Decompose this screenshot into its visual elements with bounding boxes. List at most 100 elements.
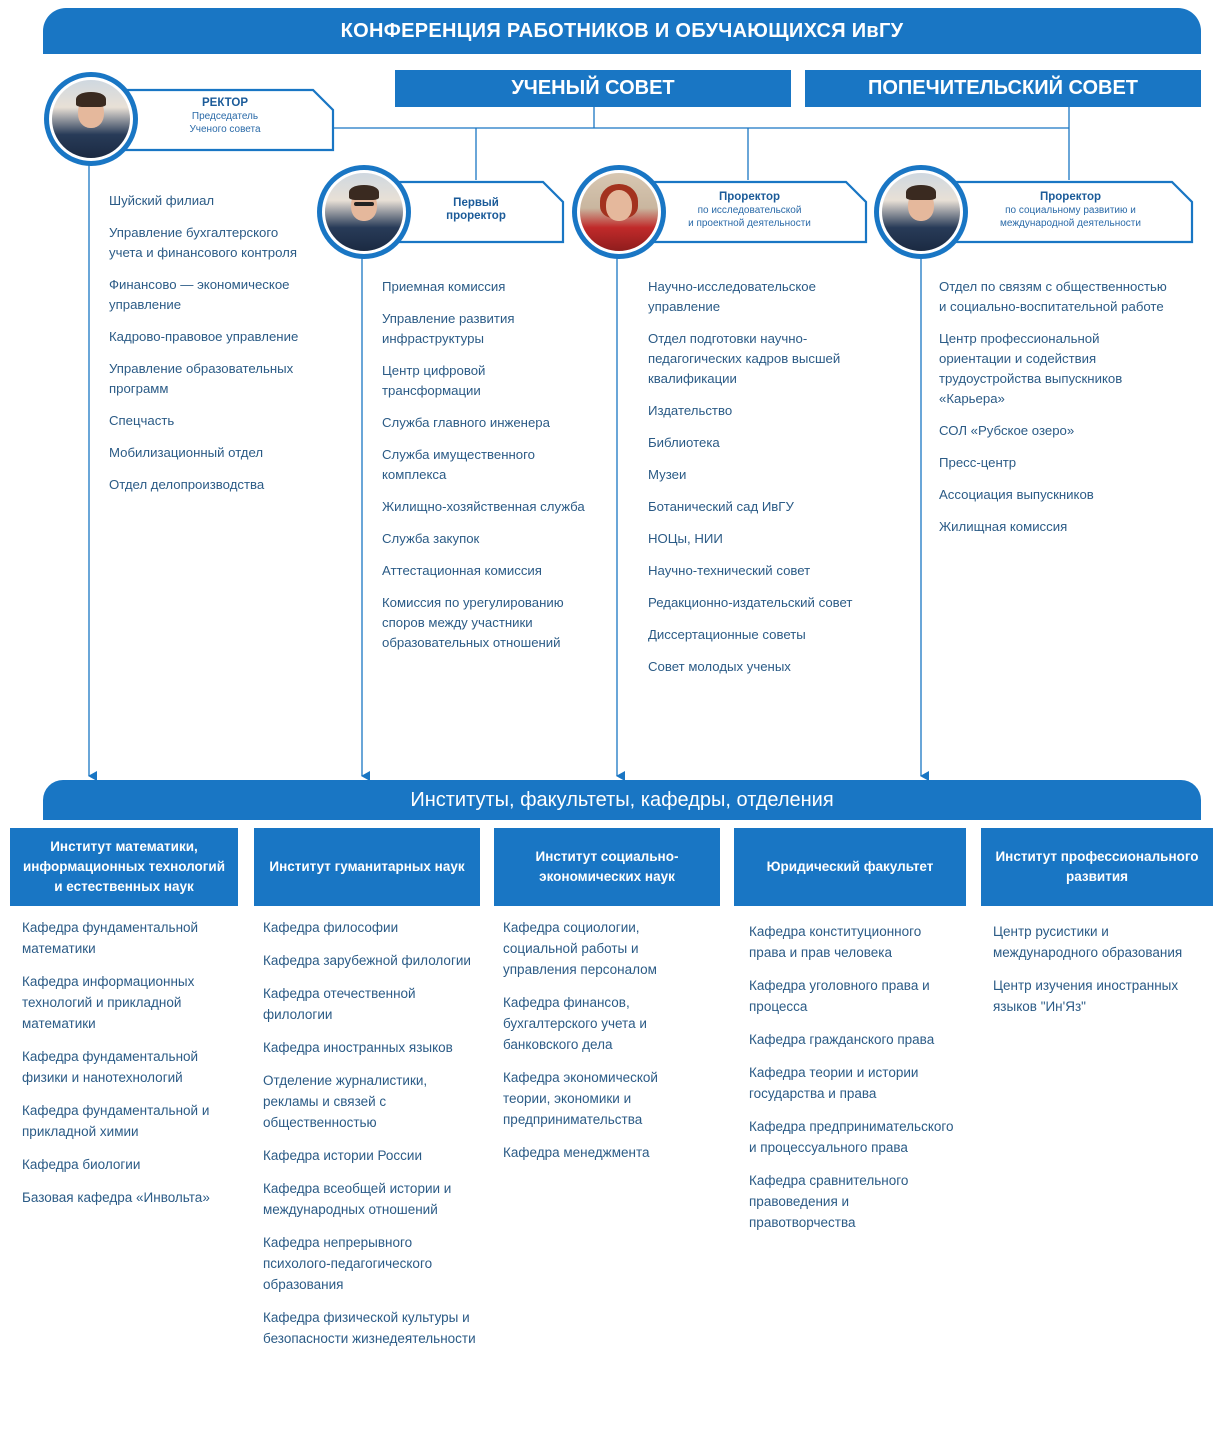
list-item: Центр профессиональной ориентации и соде…: [939, 331, 1123, 406]
research-title: Проректор: [718, 191, 781, 203]
list-item: Служба имущественного комплекса: [382, 447, 535, 482]
list-item: Кафедра фундаментальной физики и нанотех…: [22, 1049, 199, 1085]
rector-plate: РЕКТОР Председатель Ученого совета: [140, 97, 310, 136]
list-item: Аттестационная комиссия: [382, 563, 542, 578]
list-item: Кафедра социологии, социальной работы и …: [503, 920, 657, 977]
rector-subtitle-2: Ученого совета: [189, 124, 261, 135]
first-vice-title-2: проректор: [446, 210, 506, 222]
list-item: Мобилизационный отдел: [109, 445, 264, 460]
list-item: СОЛ «Рубское озеро»: [939, 423, 1075, 438]
prof-dev-departments-list: Центр русистики и международного образов…: [993, 921, 1183, 1029]
institute-header-prof-dev: Институт профессионального развития: [981, 828, 1213, 906]
math-departments-list: Кафедра фундаментальной математики Кафед…: [22, 917, 237, 1220]
list-item: Музеи: [648, 467, 687, 482]
list-item: Отдел по связям с общественностью и соци…: [939, 279, 1167, 314]
first-vice-units-list: Приемная комиссия Управление развития ин…: [382, 277, 587, 665]
social-subtitle-2: международной деятельности: [1000, 218, 1141, 229]
list-item: Диссертационные советы: [648, 627, 806, 642]
list-item: Кафедра непрерывного психолого-педагогич…: [263, 1235, 433, 1292]
vice-rector-social-plate: Проректор по социальному развитию и межд…: [968, 191, 1173, 230]
institute-header-humanities: Институт гуманитарных наук: [254, 828, 480, 906]
institute-header-math: Институт математики, информационных техн…: [10, 828, 238, 906]
conference-banner: КОНФЕРЕНЦИЯ РАБОТНИКОВ И ОБУЧАЮЩИХСЯ ИвГ…: [43, 8, 1201, 54]
list-item: Кафедра всеобщей истории и международных…: [263, 1181, 452, 1217]
list-item: Жилищно-хозяйственная служба: [382, 499, 585, 514]
institutes-banner: Институты, факультеты, кафедры, отделени…: [43, 780, 1201, 820]
list-item: Жилищная комиссия: [939, 519, 1068, 534]
social-units-list: Отдел по связям с общественностью и соци…: [939, 277, 1171, 549]
list-item: Спецчасть: [109, 413, 175, 428]
list-item: Кафедра отечественной филологии: [263, 986, 416, 1022]
list-item: Кафедра фундаментальной и прикладной хим…: [22, 1103, 210, 1139]
list-item: Ботанический сад ИвГУ: [648, 499, 794, 514]
list-item: Кафедра информационных технологий и прик…: [22, 974, 195, 1031]
rector-title: РЕКТОР: [202, 97, 248, 109]
institute-header-law: Юридический факультет: [734, 828, 966, 906]
list-item: Кафедра физической культуры и безопаснос…: [263, 1310, 476, 1346]
research-subtitle-1: по исследовательской: [697, 205, 802, 216]
first-vice-title-1: Первый: [453, 197, 499, 209]
list-item: Управление развития инфраструктуры: [382, 311, 515, 346]
list-item: Управление бухгалтерского учета и финанс…: [109, 225, 297, 260]
list-item: Кафедра менеджмента: [503, 1145, 650, 1160]
research-subtitle-2: и проектной деятельности: [688, 218, 811, 229]
social-title: Проректор: [1039, 191, 1102, 203]
list-item: Кафедра финансов, бухгалтерского учета и…: [503, 995, 647, 1052]
list-item: Отдел делопроизводства: [109, 477, 265, 492]
list-item: Кафедра уголовного права и процесса: [749, 978, 930, 1014]
first-vice-rector-photo: [317, 165, 411, 259]
law-departments-list: Кафедра конституционного права и прав че…: [749, 921, 959, 1245]
vice-rector-research-photo: [572, 165, 666, 259]
list-item: Ассоциация выпускников: [939, 487, 1094, 502]
vice-rector-research-plate: Проректор по исследовательской и проектн…: [662, 191, 837, 230]
list-item: Кадрово-правовое управление: [109, 329, 299, 344]
first-vice-rector-plate: Первый проректор: [410, 197, 542, 223]
list-item: НОЦы, НИИ: [648, 531, 723, 546]
list-item: Центр изучения иностранных языков "Ин'Яз…: [993, 978, 1179, 1014]
rector-photo: [44, 72, 138, 166]
list-item: Кафедра теории и истории государства и п…: [749, 1065, 919, 1101]
list-item: Центр русистики и международного образов…: [993, 924, 1183, 960]
list-item: Кафедра фундаментальной математики: [22, 920, 199, 956]
list-item: Научно-исследовательское управление: [648, 279, 816, 314]
list-item: Служба главного инженера: [382, 415, 550, 430]
first-vice-plate-outline: [385, 180, 565, 244]
list-item: Комиссия по урегулированию споров между …: [382, 595, 564, 650]
list-item: Кафедра истории России: [263, 1148, 423, 1163]
list-item: Служба закупок: [382, 531, 480, 546]
list-item: Кафедра сравнительного правоведения и пр…: [749, 1173, 909, 1230]
research-units-list: Научно-исследовательское управление Отде…: [648, 277, 853, 689]
list-item: Кафедра философии: [263, 920, 399, 935]
vice-rector-social-photo: [874, 165, 968, 259]
list-item: Кафедра гражданского права: [749, 1032, 935, 1047]
list-item: Отделение журналистики, рекламы и связей…: [263, 1073, 428, 1130]
research-plate-outline: [640, 180, 868, 244]
social-subtitle-1: по социальному развитию и: [1005, 205, 1136, 216]
board-of-trustees-banner: ПОПЕЧИТЕЛЬСКИЙ СОВЕТ: [805, 70, 1201, 107]
list-item: Библиотека: [648, 435, 720, 450]
academic-council-banner: УЧЕНЫЙ СОВЕТ: [395, 70, 791, 107]
list-item: Издательство: [648, 403, 733, 418]
list-item: Шуйский филиал: [109, 193, 215, 208]
list-item: Кафедра биологии: [22, 1157, 141, 1172]
list-item: Редакционно-издательский совет: [648, 595, 853, 610]
humanities-departments-list: Кафедра философии Кафедра зарубежной фил…: [263, 917, 478, 1361]
list-item: Кафедра зарубежной филологии: [263, 953, 471, 968]
list-item: Кафедра конституционного права и прав че…: [749, 924, 922, 960]
list-item: Кафедра иностранных языков: [263, 1040, 453, 1055]
list-item: Приемная комиссия: [382, 279, 506, 294]
list-item: Пресс-центр: [939, 455, 1017, 470]
socioeconomic-departments-list: Кафедра социологии, социальной работы и …: [503, 917, 703, 1175]
list-item: Базовая кафедра «Инвольта»: [22, 1190, 210, 1205]
social-plate-outline: [944, 180, 1194, 244]
list-item: Научно-технический совет: [648, 563, 811, 578]
institute-header-socioeconomic: Институт социально-экономических наук: [494, 828, 720, 906]
list-item: Совет молодых ученых: [648, 659, 791, 674]
list-item: Кафедра предпринимательского и процессуа…: [749, 1119, 954, 1155]
rector-plate-outline: [110, 88, 335, 152]
rector-subtitle-1: Председатель: [191, 111, 259, 122]
list-item: Кафедра экономической теории, экономики …: [503, 1070, 658, 1127]
list-item: Управление образовательных программ: [109, 361, 294, 396]
list-item: Центр цифровой трансформации: [382, 363, 486, 398]
